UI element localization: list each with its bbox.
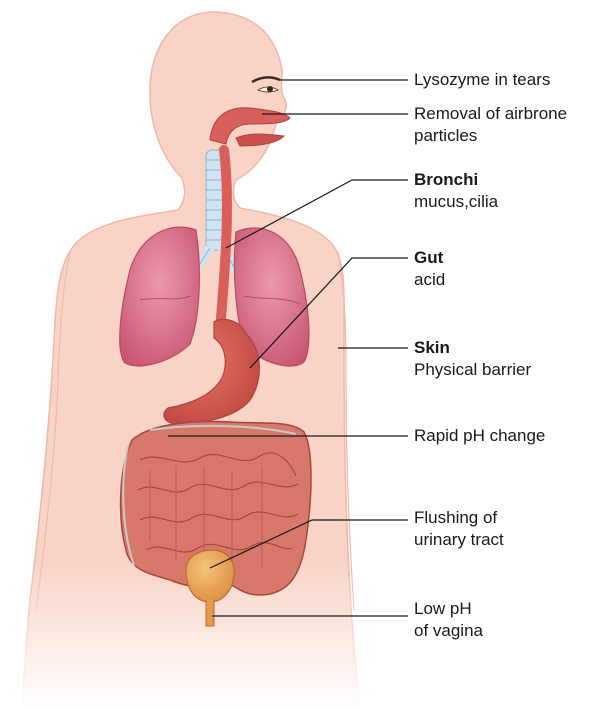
label-vagina-line2: of vagina <box>414 620 483 642</box>
label-tears-text: Lysozyme in tears <box>414 70 550 89</box>
label-gut-sub: acid <box>414 269 445 291</box>
label-skin: Skin Physical barrier <box>414 337 531 381</box>
label-bronchi-sub: mucus,cilia <box>414 191 498 213</box>
label-airborne-line2: particles <box>414 125 567 147</box>
label-skin-sub: Physical barrier <box>414 359 531 381</box>
label-ph-change-text: Rapid pH change <box>414 426 545 445</box>
bottom-fade <box>0 560 601 710</box>
label-urinary-line1: Flushing of <box>414 507 504 529</box>
label-urinary-line2: urinary tract <box>414 529 504 551</box>
label-bronchi: Bronchi mucus,cilia <box>414 169 498 213</box>
label-gut-title: Gut <box>414 248 443 267</box>
label-airborne-line1: Removal of airbrone <box>414 103 567 125</box>
label-urinary: Flushing of urinary tract <box>414 507 504 551</box>
label-skin-title: Skin <box>414 338 450 357</box>
label-bronchi-title: Bronchi <box>414 170 478 189</box>
label-vagina: Low pH of vagina <box>414 598 483 642</box>
label-ph-change: Rapid pH change <box>414 425 545 447</box>
label-gut: Gut acid <box>414 247 445 291</box>
label-tears: Lysozyme in tears <box>414 69 550 91</box>
label-vagina-line1: Low pH <box>414 598 483 620</box>
label-airborne: Removal of airbrone particles <box>414 103 567 147</box>
